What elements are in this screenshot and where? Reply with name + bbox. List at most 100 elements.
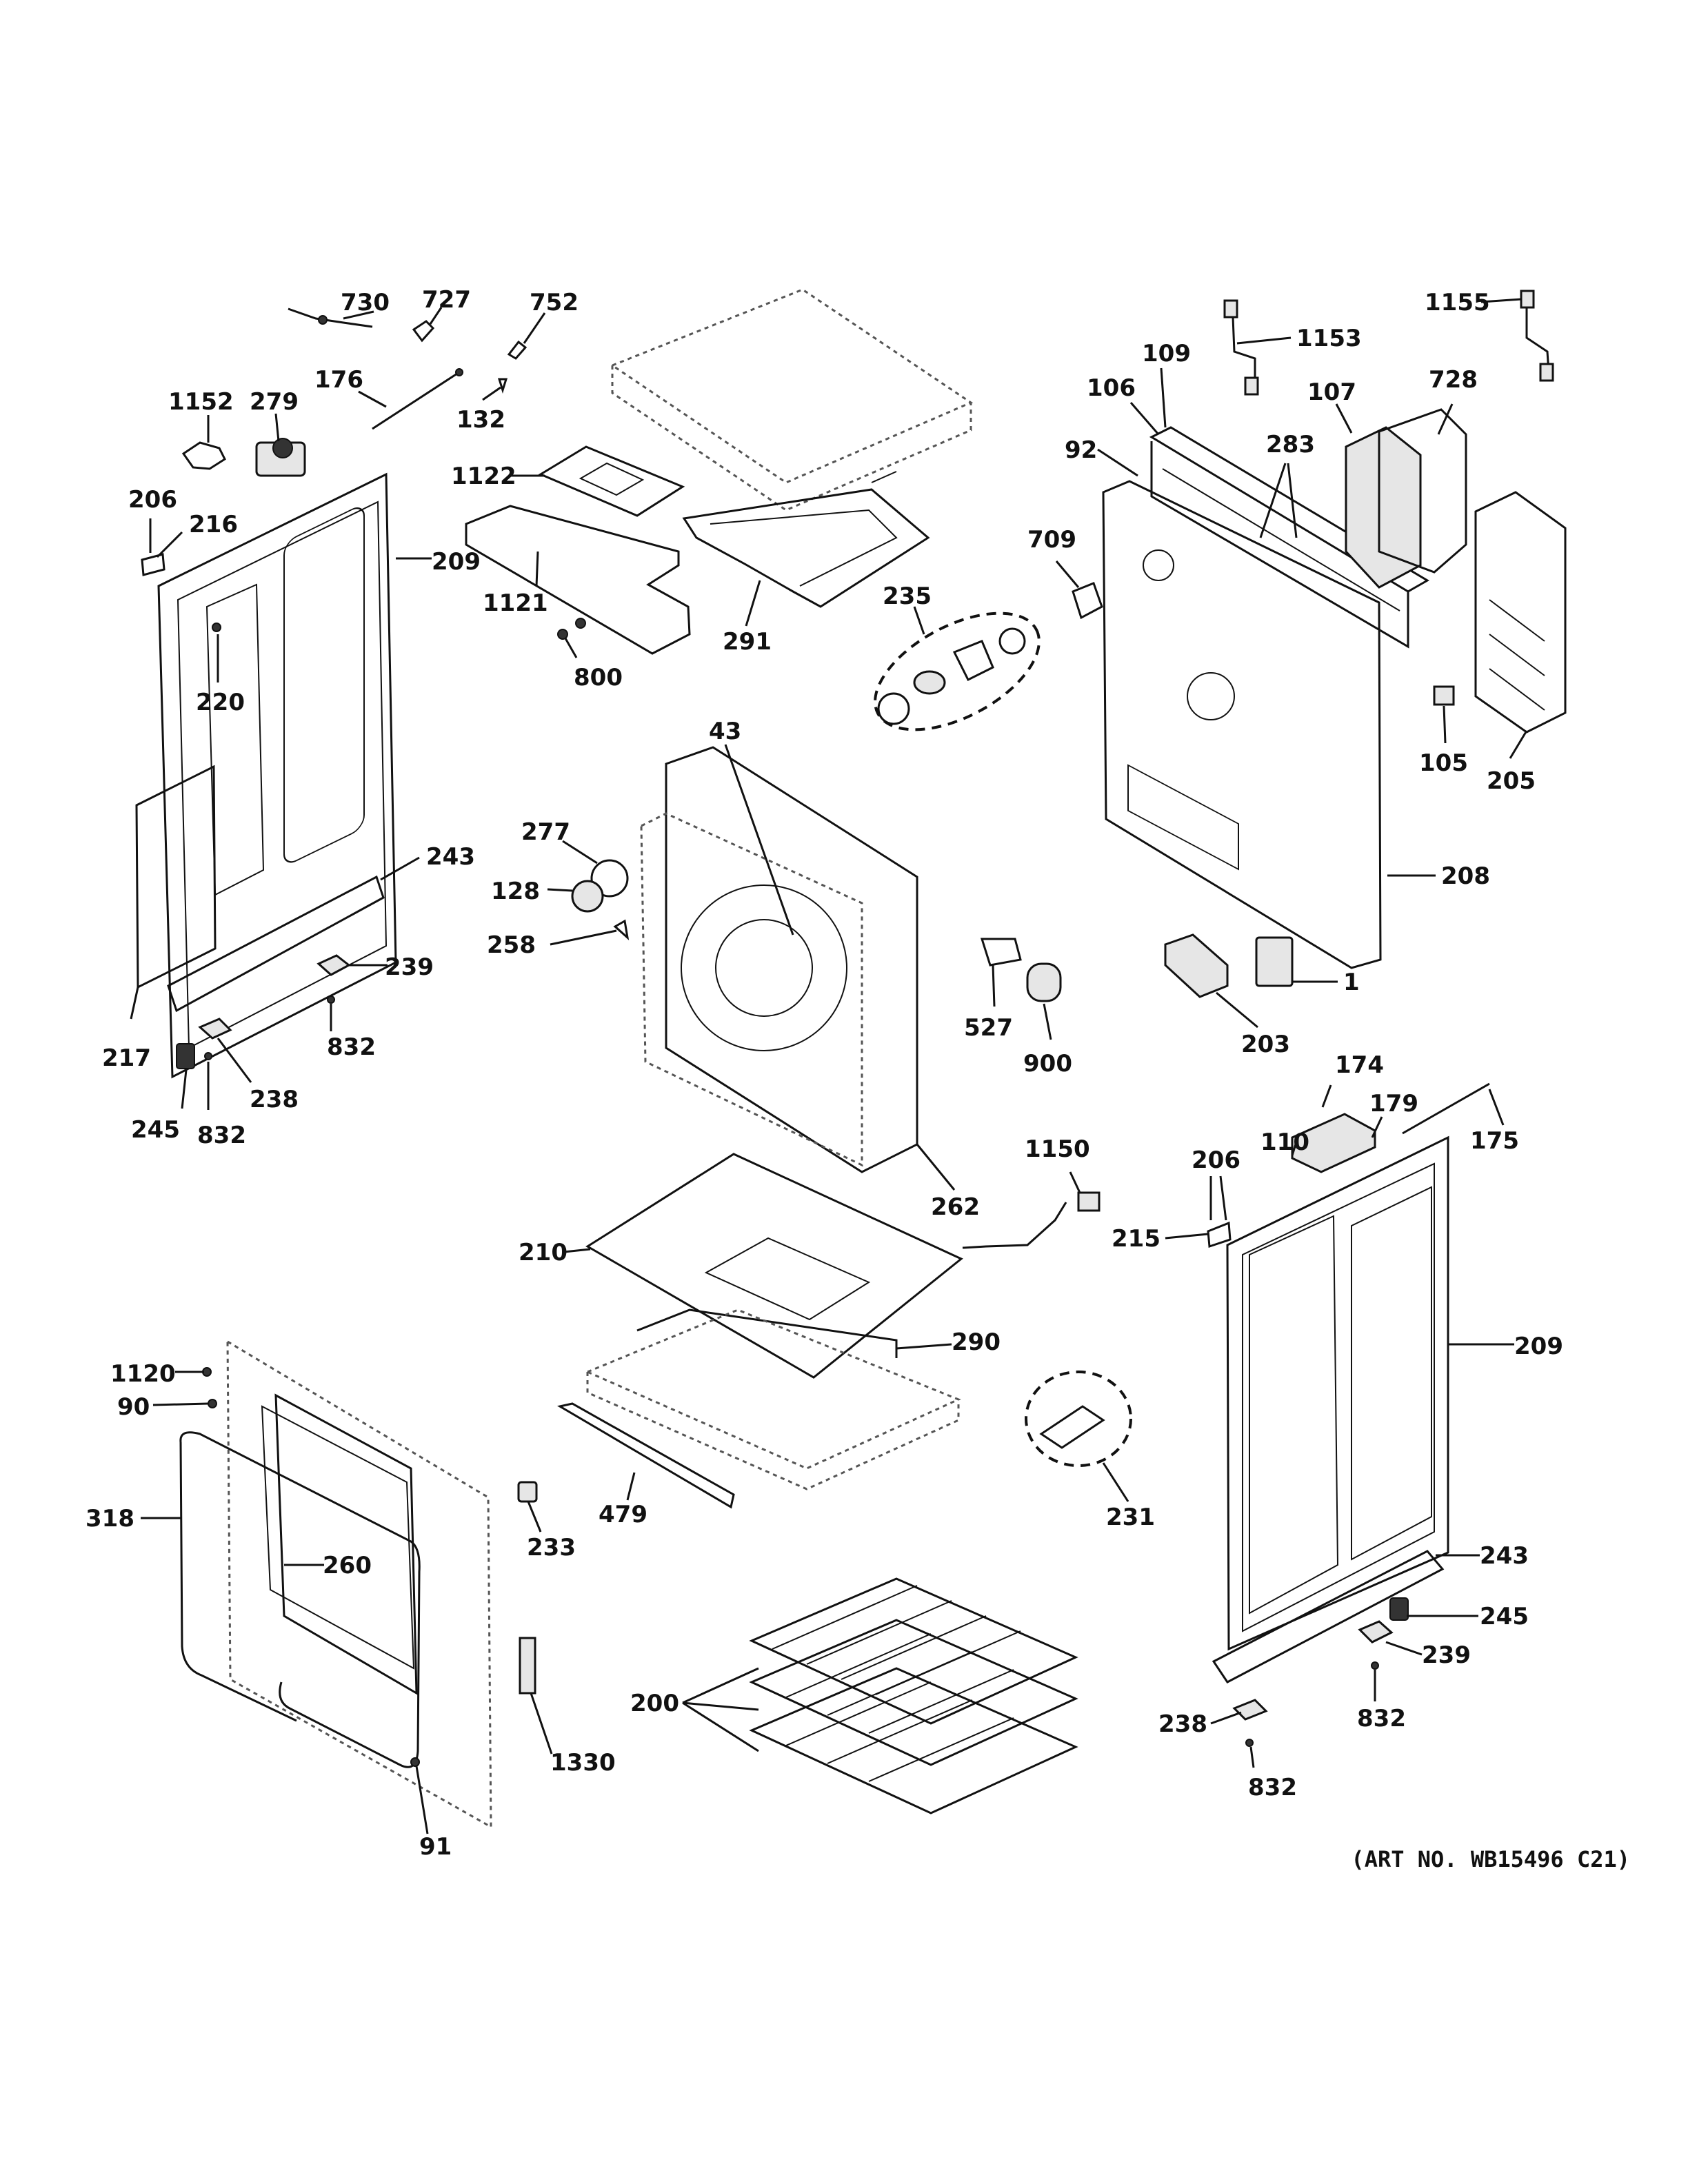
callout-176: 176 xyxy=(314,366,363,394)
gasket-277 xyxy=(590,859,629,898)
callout-215: 215 xyxy=(1112,1225,1160,1253)
callout-231: 231 xyxy=(1106,1504,1155,1531)
callout-527: 527 xyxy=(964,1014,1013,1042)
right-bottom-rail-243 xyxy=(1212,1550,1445,1684)
callout-262: 262 xyxy=(931,1193,980,1221)
harness-1155 xyxy=(1520,290,1554,382)
cover-728 xyxy=(1378,408,1467,574)
callout-1121: 1121 xyxy=(483,589,548,617)
callout-216: 216 xyxy=(189,511,238,538)
callout-174: 174 xyxy=(1335,1051,1384,1079)
left-side-panel-209 xyxy=(157,472,397,1079)
leveler-239-left xyxy=(316,954,351,976)
leg-245-right xyxy=(1389,1597,1409,1621)
part-800-screws xyxy=(557,618,586,640)
callout-220: 220 xyxy=(196,689,245,716)
screw-832-left xyxy=(204,995,335,1060)
callout-106: 106 xyxy=(1087,374,1136,402)
callout-206: 206 xyxy=(1192,1146,1240,1174)
harness-1153 xyxy=(1223,299,1259,396)
part-220-screw xyxy=(212,623,221,632)
callout-110: 110 xyxy=(1260,1129,1309,1156)
terminal-block-203 xyxy=(1164,933,1229,998)
part-727-bracket xyxy=(412,320,435,343)
parts-1120-90-91 xyxy=(202,1367,420,1767)
oven-cavity-262 xyxy=(640,746,918,1173)
rear-panel-208 xyxy=(1102,480,1382,969)
callout-277: 277 xyxy=(521,818,570,846)
callout-203: 203 xyxy=(1241,1031,1290,1058)
callout-90: 90 xyxy=(117,1393,150,1421)
callout-245: 245 xyxy=(1480,1603,1529,1630)
part-258 xyxy=(613,919,630,940)
part-206-clip-left xyxy=(141,553,165,576)
panel-217-insulation xyxy=(135,765,217,989)
part-730-thermistor xyxy=(288,307,373,328)
callout-728: 728 xyxy=(1429,366,1478,394)
callout-479: 479 xyxy=(599,1501,647,1528)
callout-290: 290 xyxy=(952,1328,1001,1356)
callout-832: 832 xyxy=(327,1033,376,1061)
callout-43: 43 xyxy=(709,718,741,745)
callout-832: 832 xyxy=(1357,1705,1406,1732)
callout-238: 238 xyxy=(250,1086,299,1113)
leg-245-left xyxy=(176,1043,195,1069)
callout-209: 209 xyxy=(432,548,481,576)
callout-206: 206 xyxy=(128,486,177,514)
right-side-panel-209 xyxy=(1226,1135,1449,1651)
leveler-238-right xyxy=(1232,1699,1268,1721)
callout-1152: 1152 xyxy=(168,388,234,416)
callout-727: 727 xyxy=(422,286,471,314)
gasket-709 xyxy=(1072,582,1103,620)
oven-racks-200 xyxy=(749,1577,1078,1814)
capacitor-900 xyxy=(1026,962,1062,1002)
broil-element-291 xyxy=(682,471,930,608)
part-132-screw xyxy=(497,378,508,394)
callout-132: 132 xyxy=(456,406,505,434)
callout-260: 260 xyxy=(323,1552,372,1579)
cooktop-frame-dashed xyxy=(610,288,974,512)
leader-lines xyxy=(130,298,1528,1834)
callout-205: 205 xyxy=(1487,767,1536,795)
bake-element-290 xyxy=(636,1308,898,1358)
leveler-239-right xyxy=(1358,1620,1394,1644)
callout-209: 209 xyxy=(1514,1333,1563,1360)
leveler-238-left xyxy=(198,1018,232,1040)
callout-235: 235 xyxy=(883,583,932,610)
part-752-clip xyxy=(507,340,528,360)
backguard-assembly xyxy=(1149,426,1429,649)
callout-291: 291 xyxy=(723,628,772,656)
sensor-105 xyxy=(1433,685,1455,706)
control-board-107 xyxy=(1345,426,1422,589)
callout-1122: 1122 xyxy=(451,463,516,490)
callout-283: 283 xyxy=(1266,431,1315,458)
callout-709: 709 xyxy=(1027,526,1076,554)
callout-279: 279 xyxy=(250,388,299,416)
callout-175: 175 xyxy=(1470,1127,1519,1155)
callout-1155: 1155 xyxy=(1425,289,1490,316)
callout-832: 832 xyxy=(1248,1774,1297,1801)
door-handle-318 xyxy=(179,1431,421,1768)
callout-200: 200 xyxy=(630,1690,679,1717)
vent-479 xyxy=(556,1402,735,1509)
part-176-rod xyxy=(372,368,463,430)
callout-239: 239 xyxy=(1422,1641,1471,1669)
cover-205 xyxy=(1474,491,1567,734)
callout-243: 243 xyxy=(426,843,475,871)
callout-1120: 1120 xyxy=(110,1360,176,1388)
clip-215-206 xyxy=(1207,1221,1232,1248)
callout-208: 208 xyxy=(1441,862,1490,890)
part-1121-baffle xyxy=(465,505,691,655)
part-1152-harness xyxy=(181,441,226,470)
screw-832-right xyxy=(1245,1661,1379,1747)
part-175-rod xyxy=(1402,1082,1490,1135)
callout-179: 179 xyxy=(1369,1090,1418,1118)
callout-752: 752 xyxy=(530,289,579,316)
callout-217: 217 xyxy=(102,1044,151,1072)
left-bottom-rail-243 xyxy=(167,875,385,1013)
part-110-switch xyxy=(1291,1113,1376,1173)
callout-239: 239 xyxy=(385,953,434,981)
callout-258: 258 xyxy=(487,931,536,959)
callout-210: 210 xyxy=(519,1239,567,1266)
callout-labels: 730 727 752 176 132 1152 279 206 216 209… xyxy=(86,286,1563,1861)
